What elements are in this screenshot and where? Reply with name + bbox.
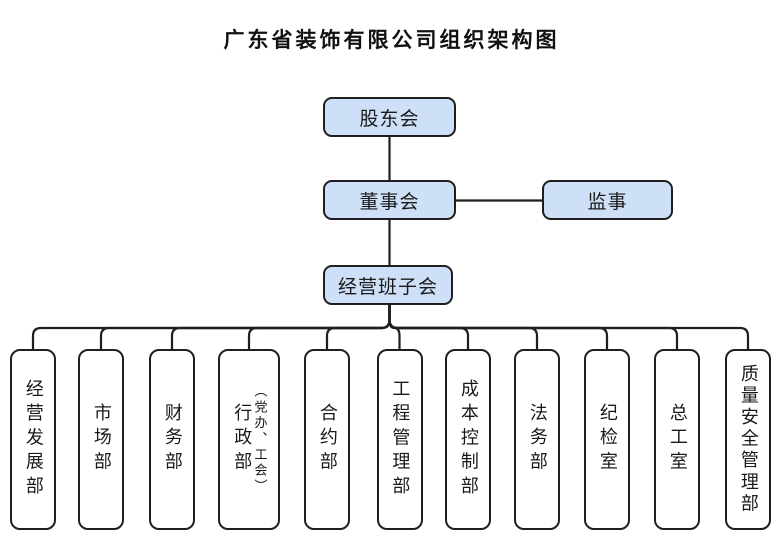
node-shareholders: 股东会 [323, 97, 456, 137]
department-label: 纪检室 [597, 403, 618, 476]
department-node: 经营发展部 [10, 349, 56, 530]
department-label: 市场部 [91, 403, 112, 476]
page-title: 广东省装饰有限公司组织架构图 [223, 28, 560, 52]
node-board: 董事会 [323, 180, 456, 220]
department-label: 经营发展部 [23, 378, 44, 501]
department-label: 质量安全管理部 [738, 363, 759, 516]
department-node: 成本控制部 [445, 349, 491, 530]
department-label: 合约部 [317, 403, 338, 476]
department-node: 法务部 [514, 349, 560, 530]
department-label: 财务部 [162, 403, 183, 476]
department-node: 合约部 [304, 349, 350, 530]
department-label: 法务部 [527, 403, 548, 476]
department-sublabel: （党办、工会） [252, 383, 268, 496]
department-node: 纪检室 [584, 349, 630, 530]
node-management: 经营班子会 [323, 265, 453, 305]
department-node: 质量安全管理部 [725, 349, 771, 530]
node-management-label: 经营班子会 [337, 276, 438, 298]
department-node: 财务部 [149, 349, 195, 530]
department-node: 总工室 [654, 349, 700, 530]
department-node: 行政部 （党办、工会） [218, 349, 280, 530]
node-supervisor: 监事 [542, 180, 673, 220]
node-supervisor-label: 监事 [587, 191, 628, 213]
department-node: 市场部 [78, 349, 124, 530]
node-board-label: 董事会 [359, 191, 420, 213]
department-node: 工程管理部 [376, 349, 423, 530]
node-shareholders-label: 股东会 [359, 108, 420, 130]
department-label: 成本控制部 [458, 378, 479, 501]
department-label: 工程管理部 [390, 378, 411, 501]
department-label: 行政部 [232, 403, 253, 476]
department-label: 总工室 [667, 403, 688, 476]
